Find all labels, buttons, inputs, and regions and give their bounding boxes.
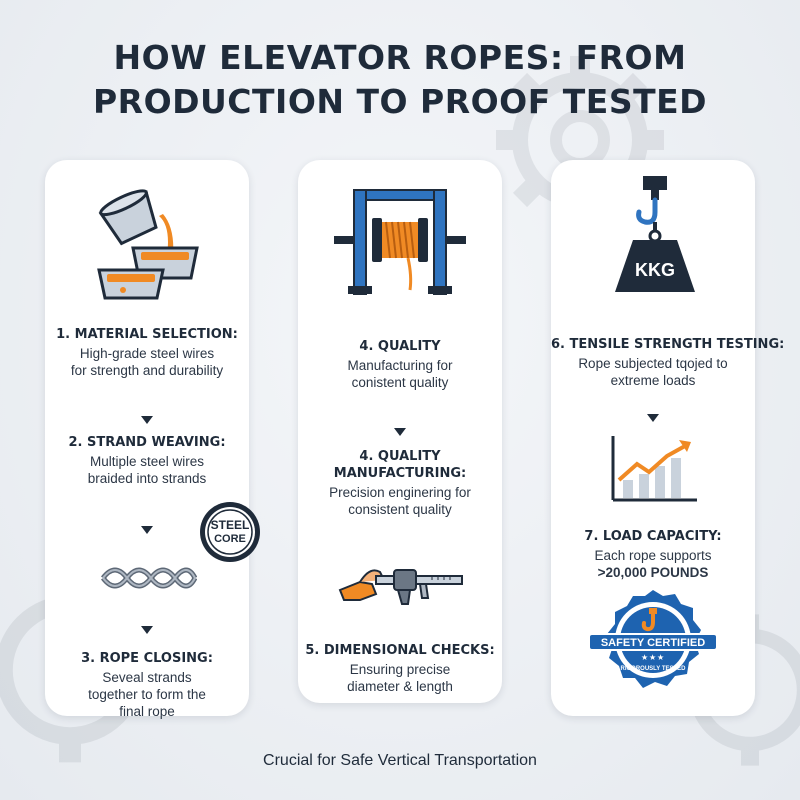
desc-line: Ensuring precise	[349, 662, 451, 677]
caliper-measurement-icon	[338, 569, 463, 605]
step-strand-weaving: 2. STRAND WEAVING: Multiple steel wires …	[45, 434, 249, 487]
safety-certified-seal-icon: SAFETY CERTIFIED ★ ★ ★ RIGOROUSLY TESTED	[588, 590, 718, 688]
down-arrow-icon	[647, 414, 659, 422]
step-title: 2. STRAND WEAVING:	[68, 435, 226, 450]
desc-line: Rope subjected tqojed to	[578, 356, 728, 371]
step-load-capacity: 7. LOAD CAPACITY: Each rope supports >20…	[551, 528, 755, 581]
desc-line: Each rope supports	[594, 548, 712, 563]
step-rope-closing: 3. ROPE CLOSING: Seveal strands together…	[45, 650, 249, 720]
step-title: 4. QUALITY	[359, 449, 441, 464]
desc-line: diameter & length	[347, 679, 453, 694]
step-description: Each rope supports >20,000 POUNDS	[551, 547, 755, 581]
molten-steel-pouring-icon	[97, 189, 199, 300]
step-title: 1. MATERIAL SELECTION:	[56, 327, 238, 342]
page-title: HOW ELEVATOR ROPES: FROM PRODUCTION TO P…	[0, 36, 800, 124]
step-description: High-grade steel wires for strength and …	[45, 345, 249, 379]
badge-text: CORE	[214, 533, 246, 545]
step-title: MANUFACTURING:	[333, 466, 467, 481]
growth-chart-icon	[611, 436, 697, 502]
desc-line: High-grade steel wires	[79, 346, 215, 361]
step-dimensional-checks: 5. DIMENSIONAL CHECKS: Ensuring precise …	[298, 642, 502, 695]
step-title: 5. DIMENSIONAL CHECKS:	[305, 643, 495, 658]
desc-line: extreme loads	[610, 373, 696, 388]
step-description: Seveal strands together to form the fina…	[45, 669, 249, 720]
steel-core-badge-icon: STEEL CORE	[200, 502, 260, 562]
seal-main-text: SAFETY CERTIFIED	[601, 637, 705, 649]
desc-line: together to form the	[88, 687, 206, 702]
desc-line-emphasis: >20,000 POUNDS	[597, 565, 709, 580]
step-quality-manufacturing: 4. QUALITY MANUFACTURING: Precision engi…	[298, 448, 502, 518]
card-production: 1. MATERIAL SELECTION: High-grade steel …	[45, 160, 249, 719]
down-arrow-icon	[394, 428, 406, 436]
title-line-2: PRODUCTION TO PROOF TESTED	[92, 82, 708, 121]
weight-label: KKG	[635, 260, 675, 280]
star-icon: ★	[657, 653, 664, 662]
down-arrow-icon	[141, 626, 153, 634]
card-testing: KKG 6. TENSILE STRENGTH TESTING: Rope su…	[551, 160, 785, 716]
desc-line: for strength and durability	[70, 363, 224, 378]
step-description: Multiple steel wires braided into strand…	[45, 453, 249, 487]
footer-tagline: Crucial for Safe Vertical Transportation	[263, 752, 537, 769]
step-title: 6. TENSILE STRENGTH TESTING:	[551, 337, 785, 352]
step-description: Manufacturing for conistent quality	[298, 357, 502, 391]
step-tensile-testing: 6. TENSILE STRENGTH TESTING: Rope subjec…	[551, 336, 785, 389]
weight-hook-icon: KKG	[615, 176, 695, 292]
step-material-selection: 1. MATERIAL SELECTION: High-grade steel …	[45, 326, 249, 379]
title-line-1: HOW ELEVATOR ROPES: FROM	[113, 38, 687, 77]
badge-text: STEEL	[211, 518, 250, 532]
step-description: Rope subjected tqojed to extreme loads	[551, 355, 755, 389]
desc-line: Seveal strands	[102, 670, 192, 685]
seal-sub-text: RIGOROUSLY TESTED	[620, 666, 686, 672]
desc-line: Manufacturing for	[347, 358, 453, 373]
step-quality: 4. QUALITY Manufacturing for conistent q…	[298, 338, 502, 391]
desc-line: conistent quality	[351, 375, 449, 390]
step-description: Precision enginering for consistent qual…	[298, 484, 502, 518]
desc-line: braided into strands	[87, 471, 207, 486]
twisted-strands-icon	[101, 567, 197, 589]
desc-line: Precision enginering for	[329, 485, 471, 500]
card-manufacturing: 4. QUALITY Manufacturing for conistent q…	[298, 160, 502, 703]
step-title: 4. QUALITY	[359, 339, 441, 354]
star-icon: ★	[641, 653, 648, 662]
down-arrow-icon	[141, 416, 153, 424]
step-description: Ensuring precise diameter & length	[298, 661, 502, 695]
step-title: 7. LOAD CAPACITY:	[584, 529, 722, 544]
down-arrow-icon	[141, 526, 153, 534]
desc-line: final rope	[119, 704, 175, 719]
star-icon: ★	[649, 653, 656, 662]
rope-spool-machine-icon	[334, 189, 466, 295]
step-title: 3. ROPE CLOSING:	[81, 651, 213, 666]
desc-line: Multiple steel wires	[89, 454, 205, 469]
desc-line: consistent quality	[348, 502, 452, 517]
